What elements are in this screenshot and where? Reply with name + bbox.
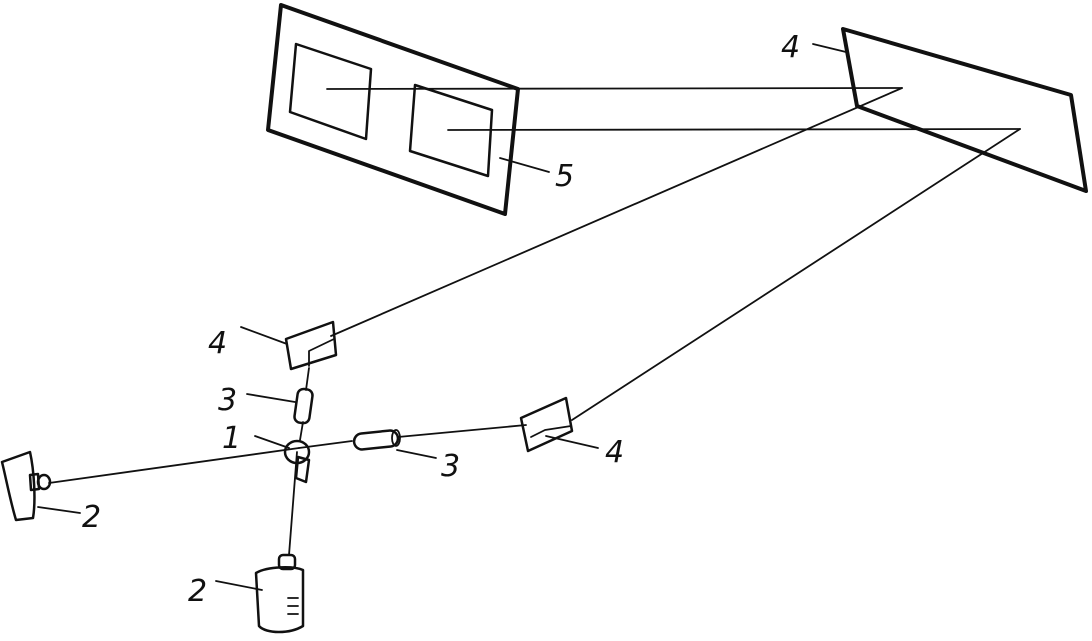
small-mirror-right bbox=[519, 396, 574, 453]
leader-lines bbox=[37, 43, 847, 591]
screen-image-right bbox=[408, 83, 494, 178]
label-laser-bottom: 2 bbox=[188, 574, 207, 609]
laser-left bbox=[0, 450, 52, 522]
laser-bottom bbox=[254, 553, 305, 634]
beam-expander-upper bbox=[293, 387, 314, 425]
label-expander-upper: 3 bbox=[218, 383, 237, 418]
label-large-mirror: 4 bbox=[781, 30, 800, 65]
small-mirror-upper bbox=[284, 320, 338, 371]
label-laser-left: 2 bbox=[82, 500, 101, 535]
label-small-mirror-right: 4 bbox=[605, 435, 624, 470]
projection-screen bbox=[266, 3, 520, 216]
beam-expander-right bbox=[352, 429, 401, 451]
label-expander-right: 3 bbox=[441, 449, 460, 484]
beam-paths bbox=[48, 87, 1021, 556]
large-mirror bbox=[841, 27, 1088, 193]
beam-source bbox=[283, 439, 311, 484]
label-beam-source: 1 bbox=[222, 421, 241, 456]
label-small-mirror-upper: 4 bbox=[208, 326, 227, 361]
label-screen: 5 bbox=[555, 159, 574, 194]
screen-image-left bbox=[288, 42, 373, 141]
